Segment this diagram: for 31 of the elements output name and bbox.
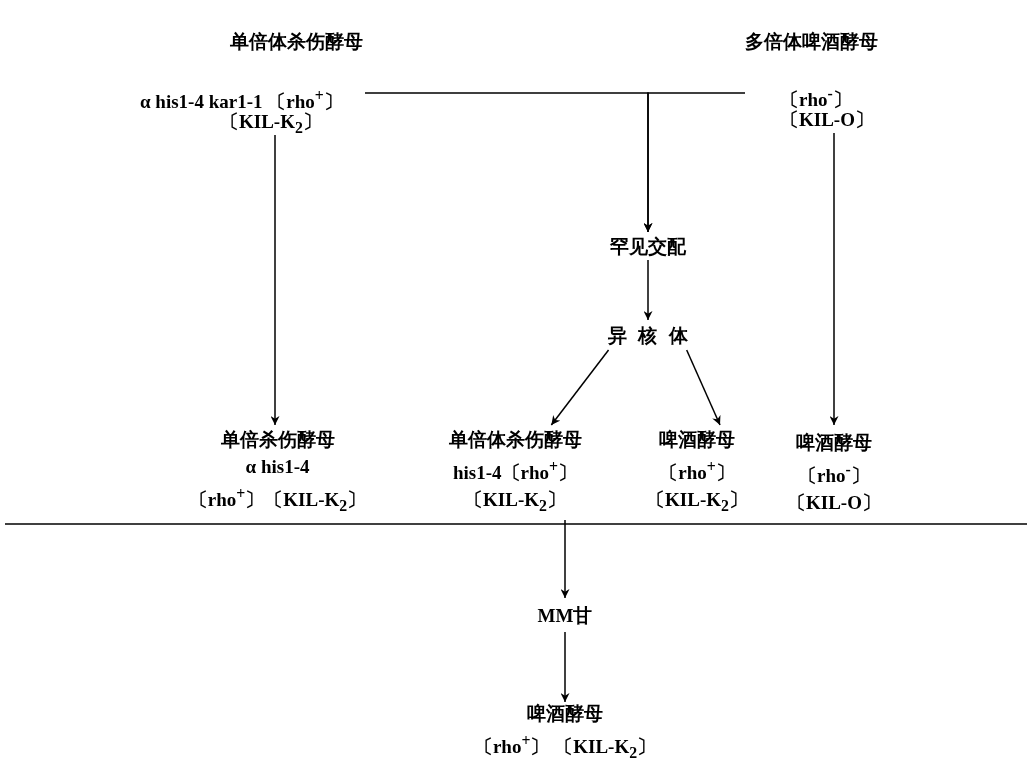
genotype-text: 〔rho$^{+}$〕 〔KIL-K$_{2}$〕 (473, 730, 657, 764)
strain-name: 啤酒酵母 (659, 427, 735, 452)
arrow (829, 132, 839, 426)
genotype-text: his1-4〔rho$^{+}$〕 (452, 456, 578, 486)
step-label: 异核体 (608, 323, 700, 348)
genotype-text: α his1-4 kar1-1 〔rho$^{+}$〕 (140, 86, 343, 113)
genotype-text: 〔rho$^{+}$〕 (659, 456, 735, 486)
genotype-text: 〔KIL-O〕 (780, 108, 874, 132)
genotype-text: 〔rho$^{-}$〕 (780, 84, 852, 111)
genotype-text: α his1-4 (245, 454, 310, 479)
genotype-text: 〔KIL-O〕 (787, 491, 881, 516)
step-label: MM甘 (537, 603, 593, 628)
arrow (560, 519, 570, 599)
strain-name: 啤酒酵母 (796, 430, 872, 455)
arrow (560, 631, 570, 703)
genotype-text: 〔KIL-K$_{2}$〕 (464, 488, 566, 517)
arrow (643, 92, 746, 233)
arrow (270, 134, 280, 426)
genotype-text: 〔rho$^{+}$〕〔KIL-K$_{2}$〕 (188, 483, 367, 517)
genotype-text: 〔KIL-K$_{2}$〕 (220, 110, 322, 138)
arrow (550, 349, 610, 426)
genotype-text: 〔rho$^{-}$〕 (798, 459, 870, 489)
strain-name: 单倍杀伤酵母 (220, 427, 335, 452)
genotype-text: 〔KIL-K$_{2}$〕 (646, 488, 748, 517)
strain-name: 多倍体啤酒酵母 (745, 30, 878, 54)
strain-name: 单倍体杀伤酵母 (230, 30, 363, 54)
step-label: 罕见交配 (610, 234, 686, 259)
arrow (685, 349, 721, 426)
arrow (643, 259, 653, 321)
strain-name: 单倍体杀伤酵母 (448, 427, 582, 452)
strain-name: 啤酒酵母 (527, 701, 603, 726)
